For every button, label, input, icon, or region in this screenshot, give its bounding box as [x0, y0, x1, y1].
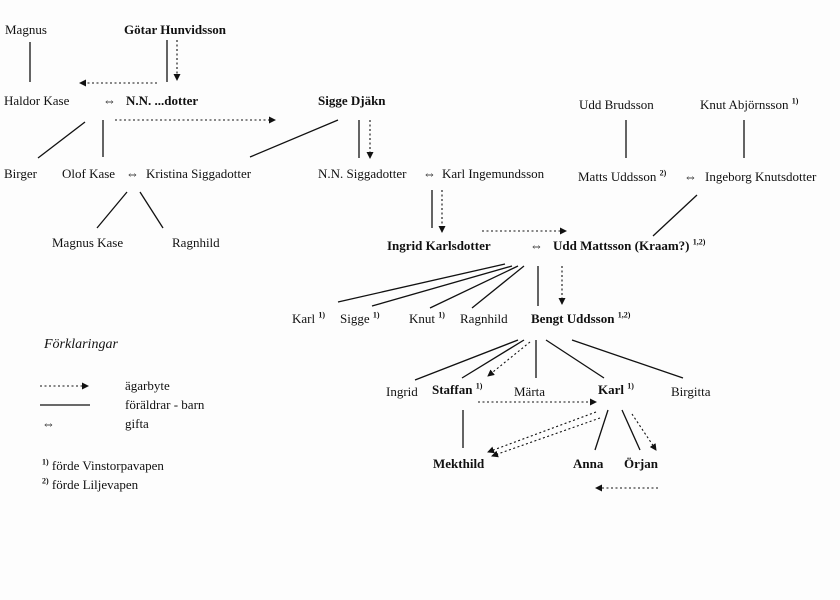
person-knut: Knut 1): [409, 310, 445, 326]
line-olof-ragnhild: [139, 191, 164, 229]
married-mark: ⇔: [126, 166, 139, 181]
person-ingrid: Ingrid: [386, 384, 418, 399]
person-magnus-kase: Magnus Kase: [52, 235, 124, 250]
legend-parents-child-label: föräldrar - barn: [125, 397, 205, 412]
line-ingeborg-udd: [652, 194, 698, 237]
person-karl-ingemundsson: Karl Ingemundsson: [442, 166, 545, 181]
legend-married-label: gifta: [125, 416, 149, 431]
person-ingeborg-knutsdotter: Ingeborg Knutsdotter: [705, 169, 817, 184]
legend-note1: 1) förde Vinstorpavapen: [42, 457, 164, 473]
arrow-karl-mekthild-1: [487, 411, 597, 454]
legend-married-symbol: ⇔: [42, 416, 55, 431]
legend-owner-change-label: ägarbyte: [125, 378, 170, 393]
married-mark: ⇔: [684, 169, 697, 184]
person-knut-abjornsson: Knut Abjörnsson 1): [700, 96, 799, 112]
person-magnus: Magnus: [5, 22, 47, 37]
line-ingridk-knut: [429, 265, 519, 309]
person-kristina-siggadotter: Kristina Siggadotter: [146, 166, 252, 181]
person-haldor-kase: Haldor Kase: [4, 93, 70, 108]
person-olof-kase: Olof Kase: [62, 166, 116, 181]
line-karl2-orjan: [621, 409, 641, 451]
person-udd-mattsson: Udd Mattsson (Kraam?) 1,2): [553, 237, 706, 253]
married-mark: ⇔: [423, 166, 436, 181]
line-nn-birger: [37, 121, 86, 159]
person-sigge: Sigge 1): [340, 310, 380, 326]
person-karl-2: Karl 1): [598, 381, 634, 397]
person-ingrid-karlsdotter: Ingrid Karlsdotter: [387, 238, 491, 253]
person-udd-brudsson: Udd Brudsson: [579, 97, 654, 112]
person-birger: Birger: [4, 166, 37, 181]
person-ragnhild: Ragnhild: [172, 235, 220, 250]
line-sigge-kristina: [249, 119, 339, 158]
person-bengt-uddsson: Bengt Uddsson 1,2): [531, 310, 631, 326]
person-karl: Karl 1): [292, 310, 326, 326]
person-nn-siggadotter: N.N. Siggadotter: [318, 166, 407, 181]
married-mark: ⇔: [103, 93, 116, 108]
person-anna: Anna: [573, 456, 604, 471]
person-nn-dotter: N.N. ...dotter: [126, 93, 199, 108]
person-gotar-hunvidsson: Götar Hunvidsson: [124, 22, 226, 37]
person-staffan: Staffan 1): [432, 381, 483, 397]
arrow-bengt-staffan: [487, 341, 531, 377]
line-olof-magnuskase: [96, 191, 128, 229]
person-marta: Märta: [514, 384, 546, 399]
line-ingridk-sigge: [371, 265, 513, 307]
arrow-karl-mekthild-2: [491, 417, 601, 458]
line-ingridk-ragnhild2: [471, 265, 525, 309]
line-bengt-staffan: [461, 339, 525, 379]
person-sigge-djakn: Sigge Djäkn: [318, 93, 386, 108]
arrow-karl-orjan: [631, 413, 657, 451]
line-bengt-karl2: [545, 339, 605, 379]
line-karl2-anna: [594, 409, 609, 451]
legend-note2: 2) förde Liljevapen: [42, 476, 139, 492]
person-mekthild: Mekthild: [433, 456, 485, 471]
person-matts-uddsson: Matts Uddsson 2): [578, 168, 667, 184]
line-ingridk-karl1: [337, 263, 506, 303]
person-birgitta: Birgitta: [671, 384, 711, 399]
line-bengt-ingrid: [414, 339, 519, 381]
line-bengt-birgitta: [571, 339, 684, 379]
legend-title: Förklaringar: [44, 337, 118, 352]
person-orjan: Örjan: [624, 456, 658, 471]
married-mark: ⇔: [530, 238, 543, 253]
person-ragnhild-2: Ragnhild: [460, 311, 508, 326]
